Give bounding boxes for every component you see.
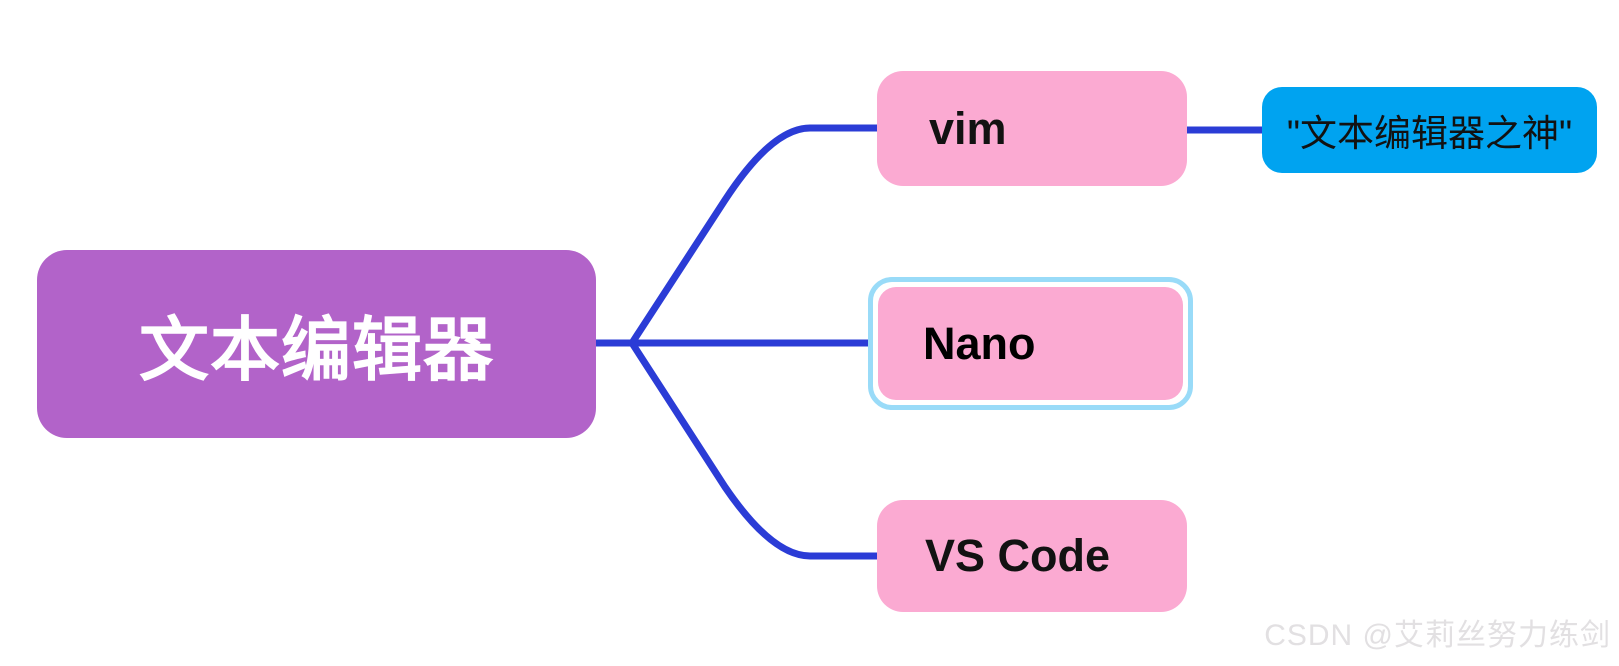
branch-node-nano[interactable]: Nano — [878, 287, 1183, 400]
watermark-text: CSDN @艾莉丝努力练剑 — [1264, 619, 1611, 652]
branch-node-label: VS Code — [925, 530, 1111, 581]
watermark: CSDN @艾莉丝努力练剑 — [1264, 610, 1611, 654]
branch-node-label: Nano — [923, 317, 1036, 369]
root-node-label: 文本编辑器 — [139, 310, 494, 389]
callout-node-label: "文本编辑器之神" — [1286, 113, 1573, 154]
branch-node-vim[interactable]: vim — [877, 71, 1187, 186]
callout-node-vim-quote[interactable]: "文本编辑器之神" — [1262, 87, 1597, 173]
branch-node-label: vim — [929, 102, 1007, 154]
connector-root-vscode — [628, 339, 881, 560]
connector-root-vim — [628, 124, 881, 347]
selection-ring: Nano — [868, 277, 1193, 410]
root-node-text-editor[interactable]: 文本编辑器 — [37, 250, 596, 438]
branch-node-vscode[interactable]: VS Code — [877, 500, 1187, 612]
